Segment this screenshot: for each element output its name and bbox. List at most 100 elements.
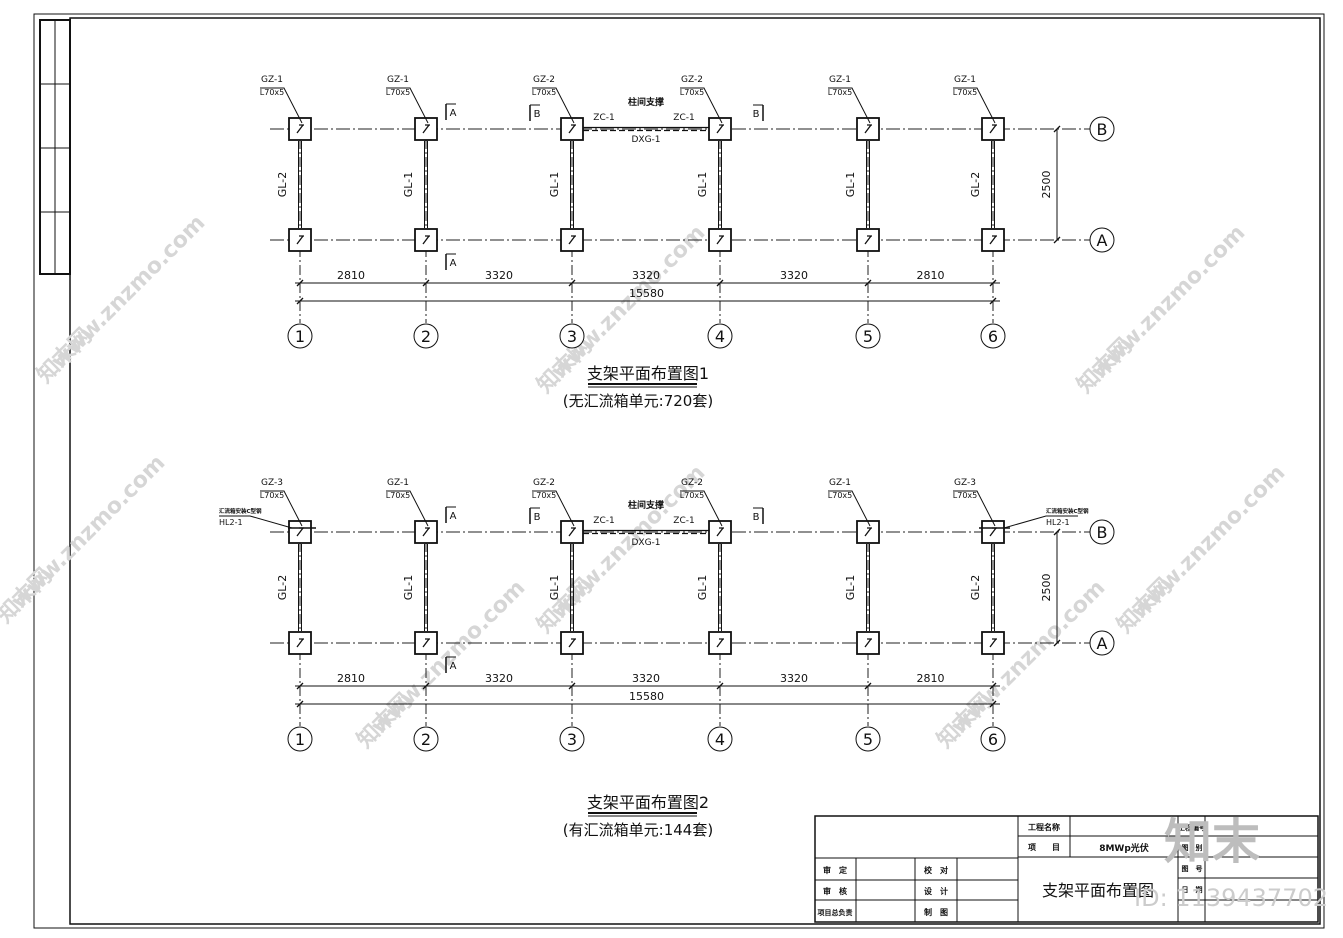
check-label: 校 对 <box>924 865 948 875</box>
combiner-leader <box>1003 515 1078 529</box>
axis-label: 5 <box>863 730 873 749</box>
section-mark-label: A <box>450 258 457 269</box>
axis-bubble <box>287 726 313 752</box>
axis-bubble <box>855 323 881 349</box>
date-label: 日 期 <box>1182 885 1203 894</box>
column-leader <box>532 490 575 527</box>
brand-logo: 知末 <box>1164 814 1260 870</box>
column-angle-mark <box>864 638 872 648</box>
dimension-tick <box>1053 528 1061 536</box>
column-leader <box>828 490 871 527</box>
column-angle-mark <box>296 235 304 245</box>
drawing-title: 支架平面布置图 <box>1042 881 1154 900</box>
column-tag-gz: GZ-1 <box>387 75 409 85</box>
dimension-tick <box>989 297 997 305</box>
span-dimension: 3320 <box>780 672 808 685</box>
combiner-tag: HL2-1 <box>219 518 243 527</box>
column-angle-mark <box>422 638 430 648</box>
beam-tag: GL-1 <box>844 172 857 197</box>
project-label: 项 目 <box>1028 843 1060 852</box>
dimension-tick <box>296 279 304 287</box>
axis-bubble <box>855 726 881 752</box>
beam-tag: GL-2 <box>276 575 289 600</box>
dimension-tick <box>989 682 997 690</box>
bracing-dxg: DXG-1 <box>631 135 660 145</box>
axis-label: 2 <box>421 730 431 749</box>
plan-title: 支架平面布置图2 <box>587 793 709 812</box>
axis-label: 2 <box>421 327 431 346</box>
column-angle-mark <box>422 235 430 245</box>
plan-subtitle: (有汇流箱单元:144套) <box>563 821 713 839</box>
audit-label: 审 核 <box>823 886 847 896</box>
section-mark-label: B <box>534 109 541 120</box>
column-tag-gz: GZ-1 <box>954 75 976 85</box>
section-mark-label: B <box>534 512 541 523</box>
column-tag-section: L70x5 <box>680 491 704 500</box>
column-angle-mark <box>422 527 430 537</box>
inner-border <box>69 17 1321 925</box>
combiner-note: 汇流箱安装C型钢 <box>219 507 262 515</box>
axis-label: 1 <box>295 327 305 346</box>
column-tag-section: L70x5 <box>260 88 284 97</box>
beam-tag: GL-1 <box>696 172 709 197</box>
column-tag-gz: GZ-1 <box>829 478 851 488</box>
dimension-tick <box>716 682 724 690</box>
axis-bubble <box>559 726 585 752</box>
axis-label: 1 <box>295 730 305 749</box>
column-angle-mark <box>568 638 576 648</box>
review-label: 审 定 <box>823 865 847 875</box>
column-tag-gz: GZ-3 <box>954 478 976 488</box>
column-tag-section: L70x5 <box>828 88 852 97</box>
axis-label: A <box>1097 634 1108 653</box>
axis-bubble <box>980 726 1006 752</box>
leader-label: 项目总负责 <box>818 908 853 917</box>
beam-tag: GL-1 <box>696 575 709 600</box>
axis-bubble <box>413 726 439 752</box>
vertical-dimension: 2500 <box>1040 171 1053 199</box>
dimension-tick <box>296 700 304 708</box>
beam-tag: GL-1 <box>548 172 561 197</box>
column-leader <box>953 87 996 124</box>
column-angle-mark <box>296 124 304 134</box>
column-tag-section: L70x5 <box>386 88 410 97</box>
plan-subtitle: (无汇流箱单元:720套) <box>563 392 713 410</box>
axis-label: 3 <box>567 327 577 346</box>
column-leader <box>828 87 871 124</box>
bracing-zc-right: ZC-1 <box>673 113 694 123</box>
dimension-tick <box>716 279 724 287</box>
axis-bubble <box>707 726 733 752</box>
vertical-dimension: 2500 <box>1040 574 1053 602</box>
dimension-tick <box>296 297 304 305</box>
beam-tag: GL-2 <box>969 172 982 197</box>
column-angle-mark <box>296 638 304 648</box>
column-tag-section: L70x5 <box>532 491 556 500</box>
axis-bubble <box>413 323 439 349</box>
column-leader <box>386 490 429 527</box>
watermark-id: ID: 1139437702 <box>1134 884 1328 912</box>
title-block: 工程名称 项 目 8MWp光伏 审 定 审 核 项目总负责 校 对 设 计 制 … <box>814 815 1319 923</box>
beam-tag: GL-1 <box>402 172 415 197</box>
column-angle-mark <box>568 235 576 245</box>
column-tag-gz: GZ-1 <box>387 478 409 488</box>
stage-label: 图 别 <box>1182 843 1203 852</box>
axis-label: 4 <box>715 730 725 749</box>
column-tag-gz: GZ-2 <box>533 75 555 85</box>
column-angle-mark <box>422 124 430 134</box>
column-angle-mark <box>716 235 724 245</box>
axis-label: B <box>1097 523 1108 542</box>
column-tag-gz: GZ-1 <box>261 75 283 85</box>
watermark-brand-text: 知末网 <box>352 688 417 753</box>
axis-bubble <box>287 323 313 349</box>
column-tag-section: L70x5 <box>953 491 977 500</box>
column-tag-gz: GZ-3 <box>261 478 283 488</box>
dimension-tick <box>1053 639 1061 647</box>
bracing-dxg: DXG-1 <box>631 538 660 548</box>
span-dimension: 3320 <box>485 269 513 282</box>
outer-border <box>33 13 1325 929</box>
bracing-zc-left: ZC-1 <box>593 516 614 526</box>
binding-strip <box>39 19 71 275</box>
bracing-zc-left: ZC-1 <box>593 113 614 123</box>
beam-tag: GL-1 <box>548 575 561 600</box>
axis-bubble <box>1089 519 1115 545</box>
